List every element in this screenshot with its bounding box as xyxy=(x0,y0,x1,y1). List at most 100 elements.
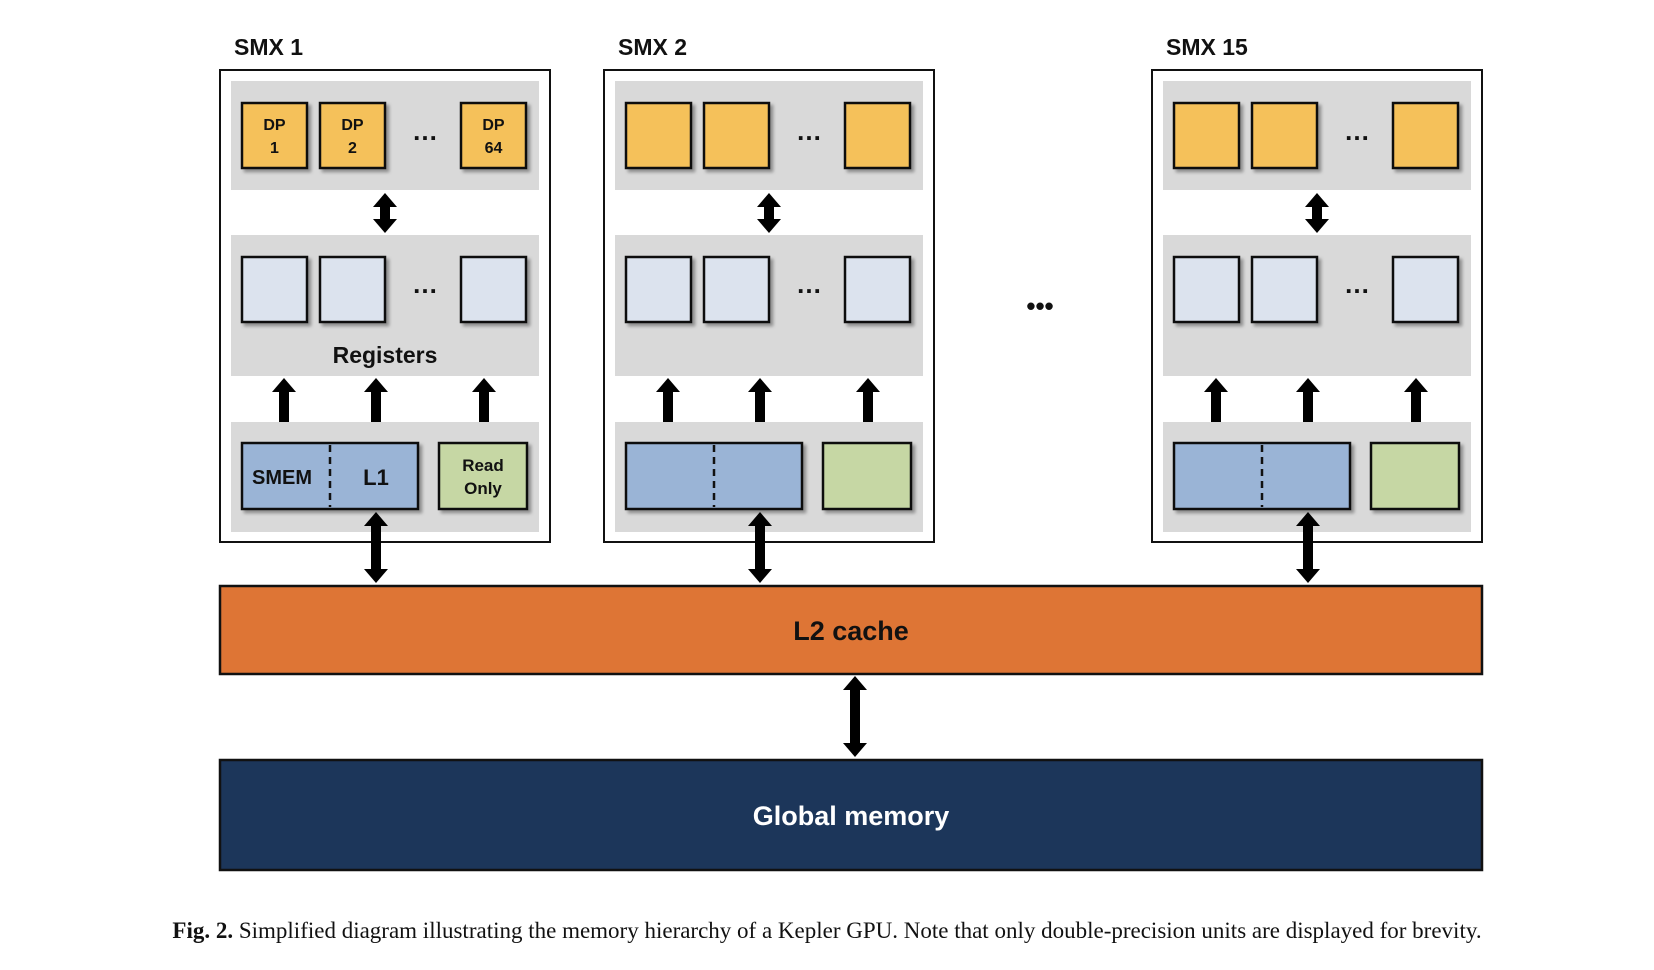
l1-l2-arrow-shaft xyxy=(1303,526,1313,569)
dp-unit xyxy=(1391,101,1460,170)
read-only-label-line2: Only xyxy=(464,479,502,498)
dp-unit xyxy=(1250,101,1319,170)
l1-l2-arrow-shaft xyxy=(371,526,381,569)
dp-unit-number: 64 xyxy=(485,140,503,157)
register-block xyxy=(624,255,693,324)
l2-global-arrow xyxy=(843,676,867,757)
dp-register-arrow-head-top xyxy=(373,193,397,207)
l2-global-arrow-head-bottom xyxy=(843,743,867,757)
l1-l2-arrow xyxy=(364,512,388,583)
readonly-register-arrow-head-top xyxy=(1404,378,1428,392)
dp-register-arrow xyxy=(373,193,397,233)
global-memory-label: Global memory xyxy=(753,801,950,831)
dp-register-arrow-shaft xyxy=(380,207,390,219)
figure-caption: Fig. 2. Simplified diagram illustrating … xyxy=(0,918,1654,944)
l1-label: L1 xyxy=(363,465,389,490)
readonly-register-arrow-head-top xyxy=(856,378,880,392)
dp-register-arrow-head-top xyxy=(757,193,781,207)
smem-register-arrow-shaft xyxy=(279,392,289,428)
dp-register-arrow-head-bottom xyxy=(1305,219,1329,233)
readonly-register-arrow-shaft xyxy=(863,392,873,442)
dp-ellipsis: … xyxy=(796,116,822,146)
caption-text: Simplified diagram illustrating the memo… xyxy=(233,918,1482,943)
l2-cache-block xyxy=(218,584,1484,676)
register-block xyxy=(459,255,528,324)
figure-label: Fig. 2. xyxy=(172,918,234,943)
smem-label: SMEM xyxy=(252,467,312,489)
smem-register-arrow-head-top xyxy=(656,378,680,392)
smx-title: SMX 2 xyxy=(618,34,687,60)
l1-l2-arrow xyxy=(1296,512,1320,583)
smx-ellipsis: ••• xyxy=(1026,291,1053,321)
register-ellipsis: … xyxy=(796,269,822,299)
l1-l2-arrow-head-top xyxy=(1296,512,1320,526)
l1-register-arrow-shaft xyxy=(755,392,765,428)
l1-l2-arrow xyxy=(748,512,772,583)
global-memory-block xyxy=(218,758,1484,872)
readonly-register-arrow xyxy=(1404,378,1428,442)
l1-l2-arrow-head-top xyxy=(748,512,772,526)
register-ellipsis: … xyxy=(412,269,438,299)
register-block xyxy=(318,255,387,324)
dp-unit-number: 1 xyxy=(270,140,279,157)
register-ellipsis: … xyxy=(1344,269,1370,299)
dp-ellipsis: … xyxy=(412,116,438,146)
readonly-register-arrow-shaft xyxy=(1411,392,1421,442)
register-block xyxy=(1172,255,1241,324)
l1-register-arrow-head-top xyxy=(1296,378,1320,392)
smem-register-arrow-shaft xyxy=(663,392,673,428)
read-only-block xyxy=(437,441,529,511)
register-block xyxy=(240,255,309,324)
smem-register-arrow-shaft xyxy=(1211,392,1221,428)
read-only-block xyxy=(821,441,913,511)
smx-group: SMX 15 … … xyxy=(1151,34,1483,583)
l1-l2-arrow-head-bottom xyxy=(748,569,772,583)
smx-title: SMX 15 xyxy=(1166,34,1248,60)
dp-unit xyxy=(318,101,387,170)
readonly-register-arrow xyxy=(856,378,880,442)
smem-register-arrow-head-top xyxy=(272,378,296,392)
read-only-label-line1: Read xyxy=(462,456,504,475)
l1-l2-arrow-head-bottom xyxy=(364,569,388,583)
dp-register-arrow-head-bottom xyxy=(373,219,397,233)
register-block xyxy=(1250,255,1319,324)
dp-unit xyxy=(459,101,528,170)
register-block xyxy=(1391,255,1460,324)
l1-register-arrow-shaft xyxy=(1303,392,1313,428)
l1-register-arrow-head-top xyxy=(364,378,388,392)
dp-unit-label: DP xyxy=(482,117,505,134)
dp-unit xyxy=(240,101,309,170)
readonly-register-arrow xyxy=(472,378,496,442)
readonly-register-arrow-head-top xyxy=(472,378,496,392)
dp-register-arrow-shaft xyxy=(1312,207,1322,219)
dp-unit-label: DP xyxy=(341,117,364,134)
dp-unit xyxy=(624,101,693,170)
smem-register-arrow-head-top xyxy=(1204,378,1228,392)
dp-unit xyxy=(843,101,912,170)
register-block xyxy=(843,255,912,324)
l1-register-arrow-head-top xyxy=(748,378,772,392)
dp-unit-number: 2 xyxy=(348,140,357,157)
registers-label: Registers xyxy=(333,342,438,368)
dp-register-arrow-head-bottom xyxy=(757,219,781,233)
l1-l2-arrow-head-top xyxy=(364,512,388,526)
l2-global-arrow-head-top xyxy=(843,676,867,690)
dp-register-arrow xyxy=(757,193,781,233)
dp-unit xyxy=(702,101,771,170)
dp-ellipsis: … xyxy=(1344,116,1370,146)
l1-l2-arrow-head-bottom xyxy=(1296,569,1320,583)
dp-unit xyxy=(1172,101,1241,170)
dp-register-arrow-shaft xyxy=(764,207,774,219)
register-block xyxy=(702,255,771,324)
dp-register-arrow xyxy=(1305,193,1329,233)
l2-global-arrow-shaft xyxy=(850,690,860,743)
l2-cache-label: L2 cache xyxy=(793,616,909,646)
smx-title: SMX 1 xyxy=(234,34,303,60)
read-only-block xyxy=(1369,441,1461,511)
readonly-register-arrow-shaft xyxy=(479,392,489,442)
dp-unit-label: DP xyxy=(263,117,286,134)
